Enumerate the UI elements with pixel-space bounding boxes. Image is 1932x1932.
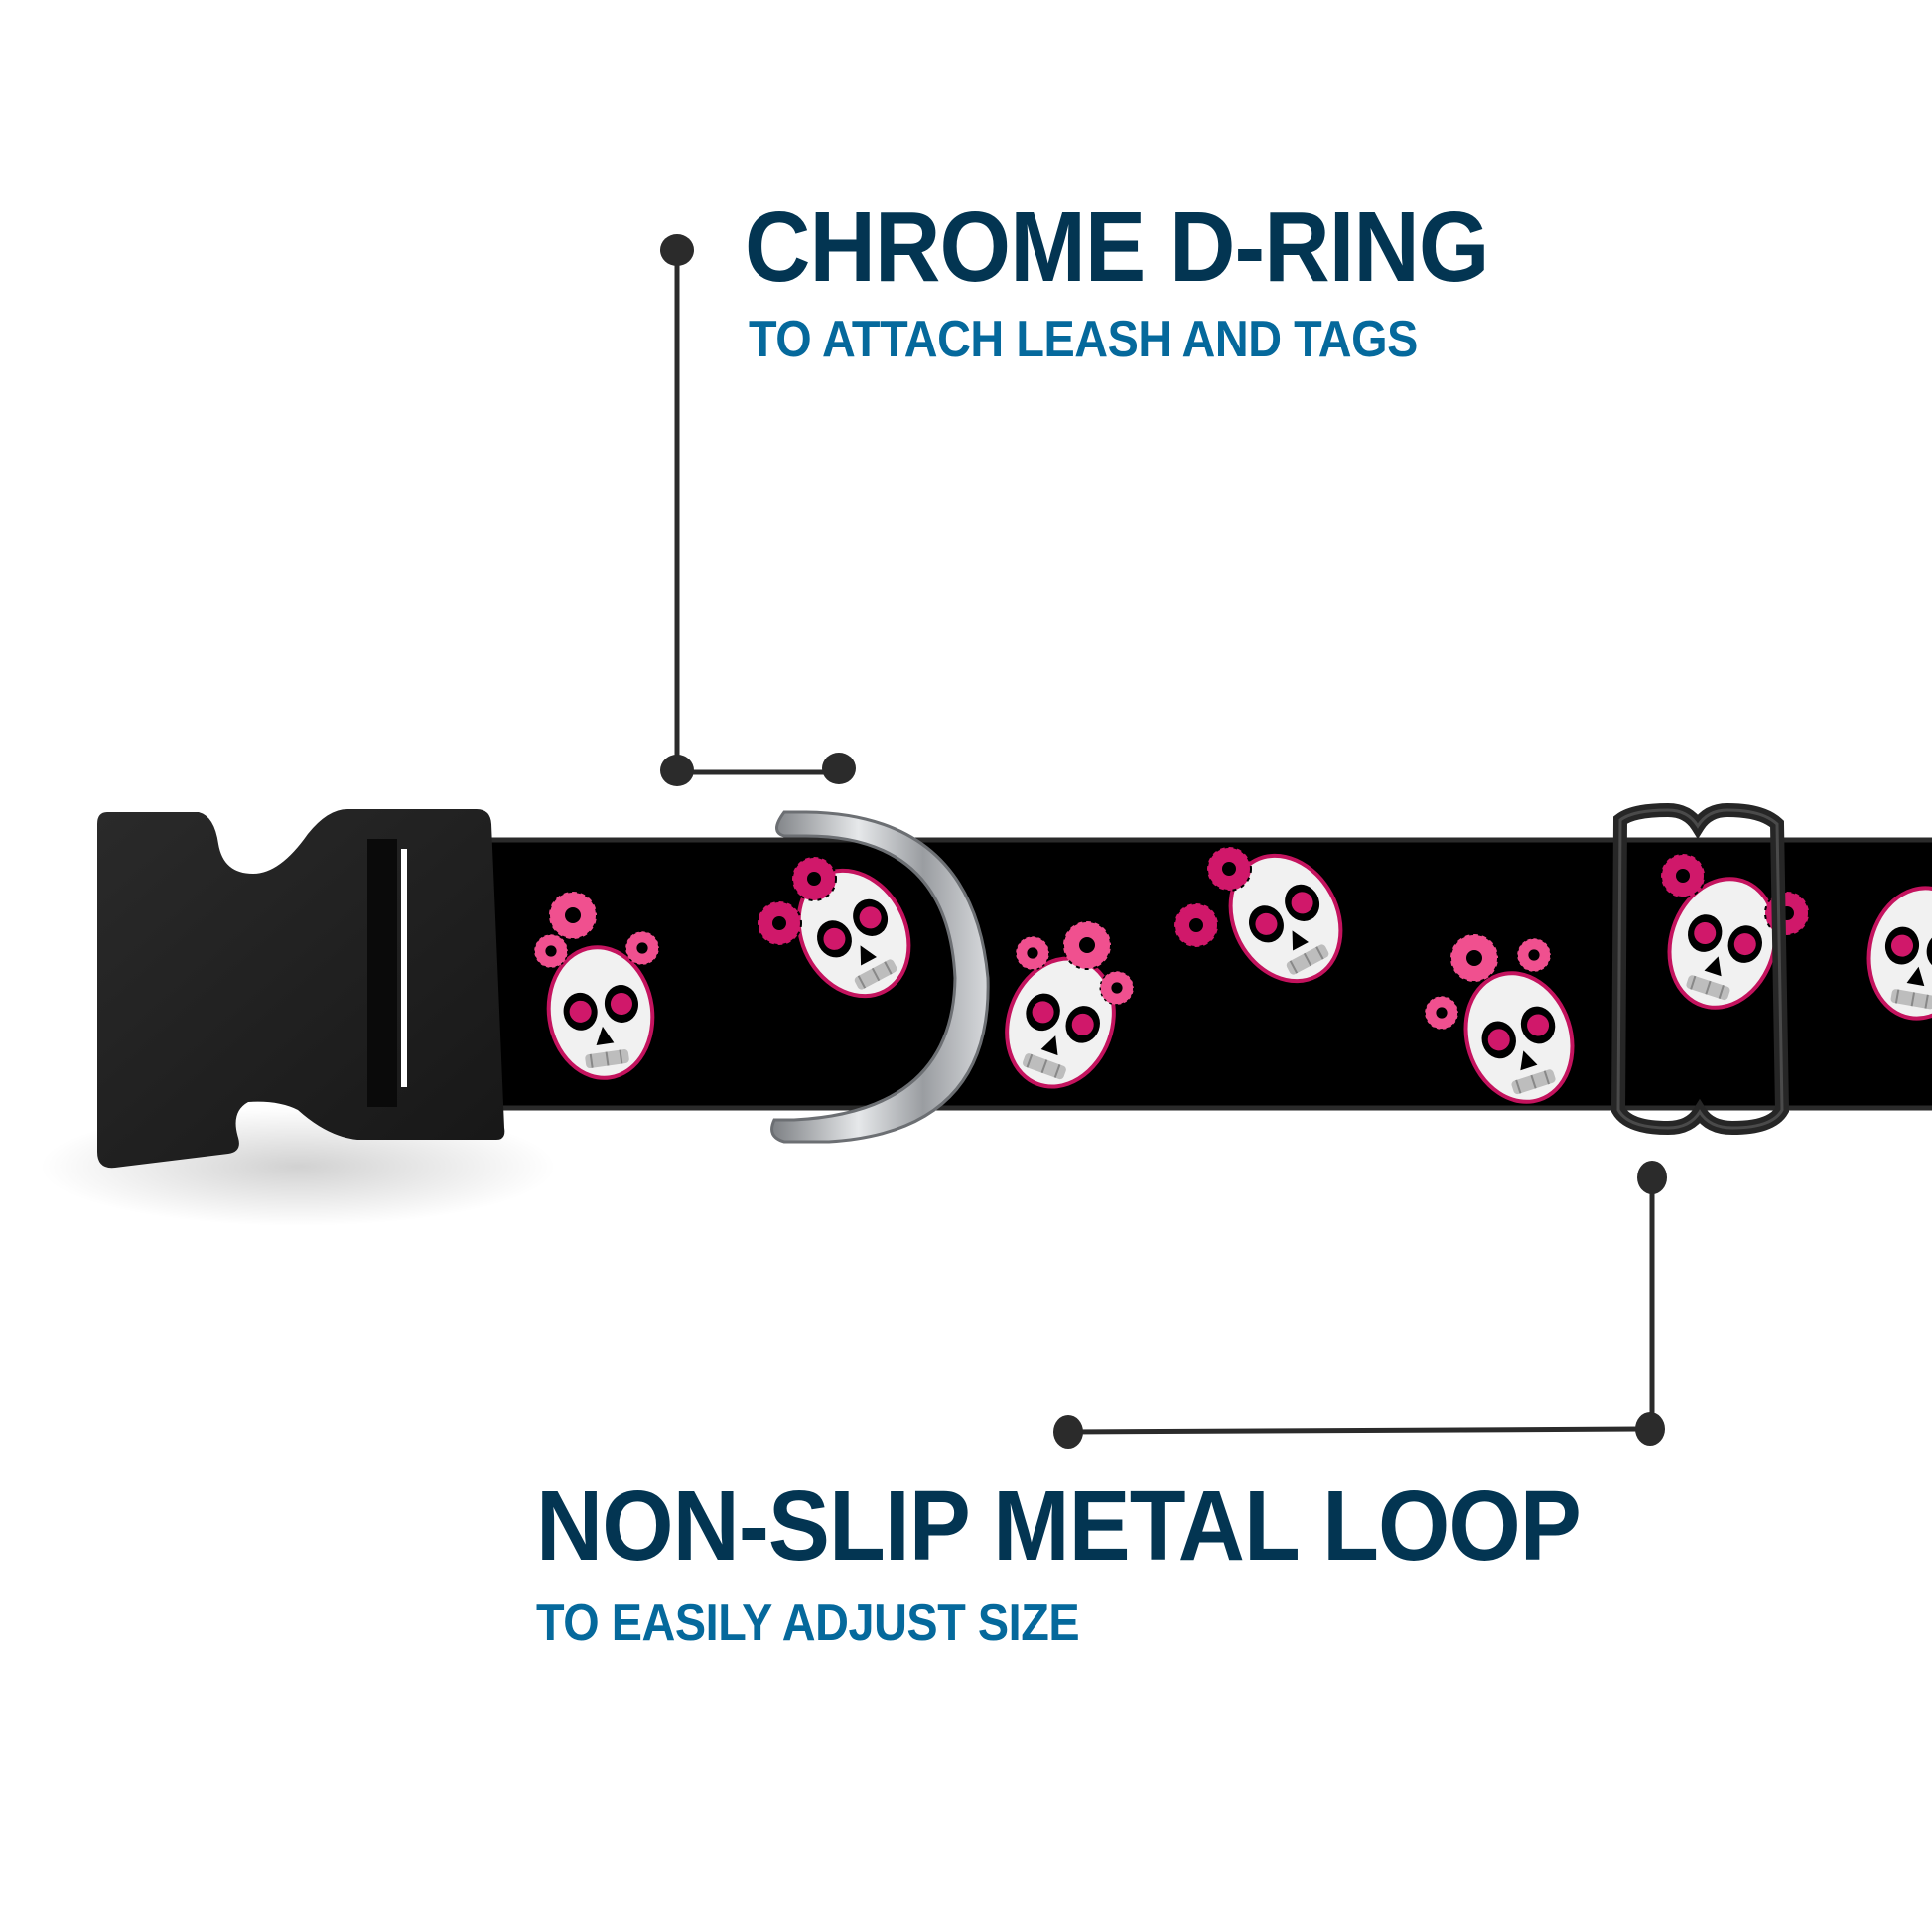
d-ring-callout-subtitle: TO ATTACH LEASH AND TAGS — [749, 311, 1418, 368]
d-ring-icon — [770, 810, 990, 1144]
metal-loop-leader-line — [1053, 1161, 1667, 1449]
buckle-icon — [97, 809, 505, 1169]
d-ring-leader-line — [660, 234, 856, 786]
metal-loop-callout-title: NON-SLIP METAL LOOP — [536, 1470, 1582, 1582]
metal-loop-callout-subtitle: TO EASILY ADJUST SIZE — [536, 1594, 1080, 1652]
d-ring-callout-title: CHROME D-RING — [745, 192, 1489, 303]
slide-loop-icon — [1610, 802, 1790, 1136]
